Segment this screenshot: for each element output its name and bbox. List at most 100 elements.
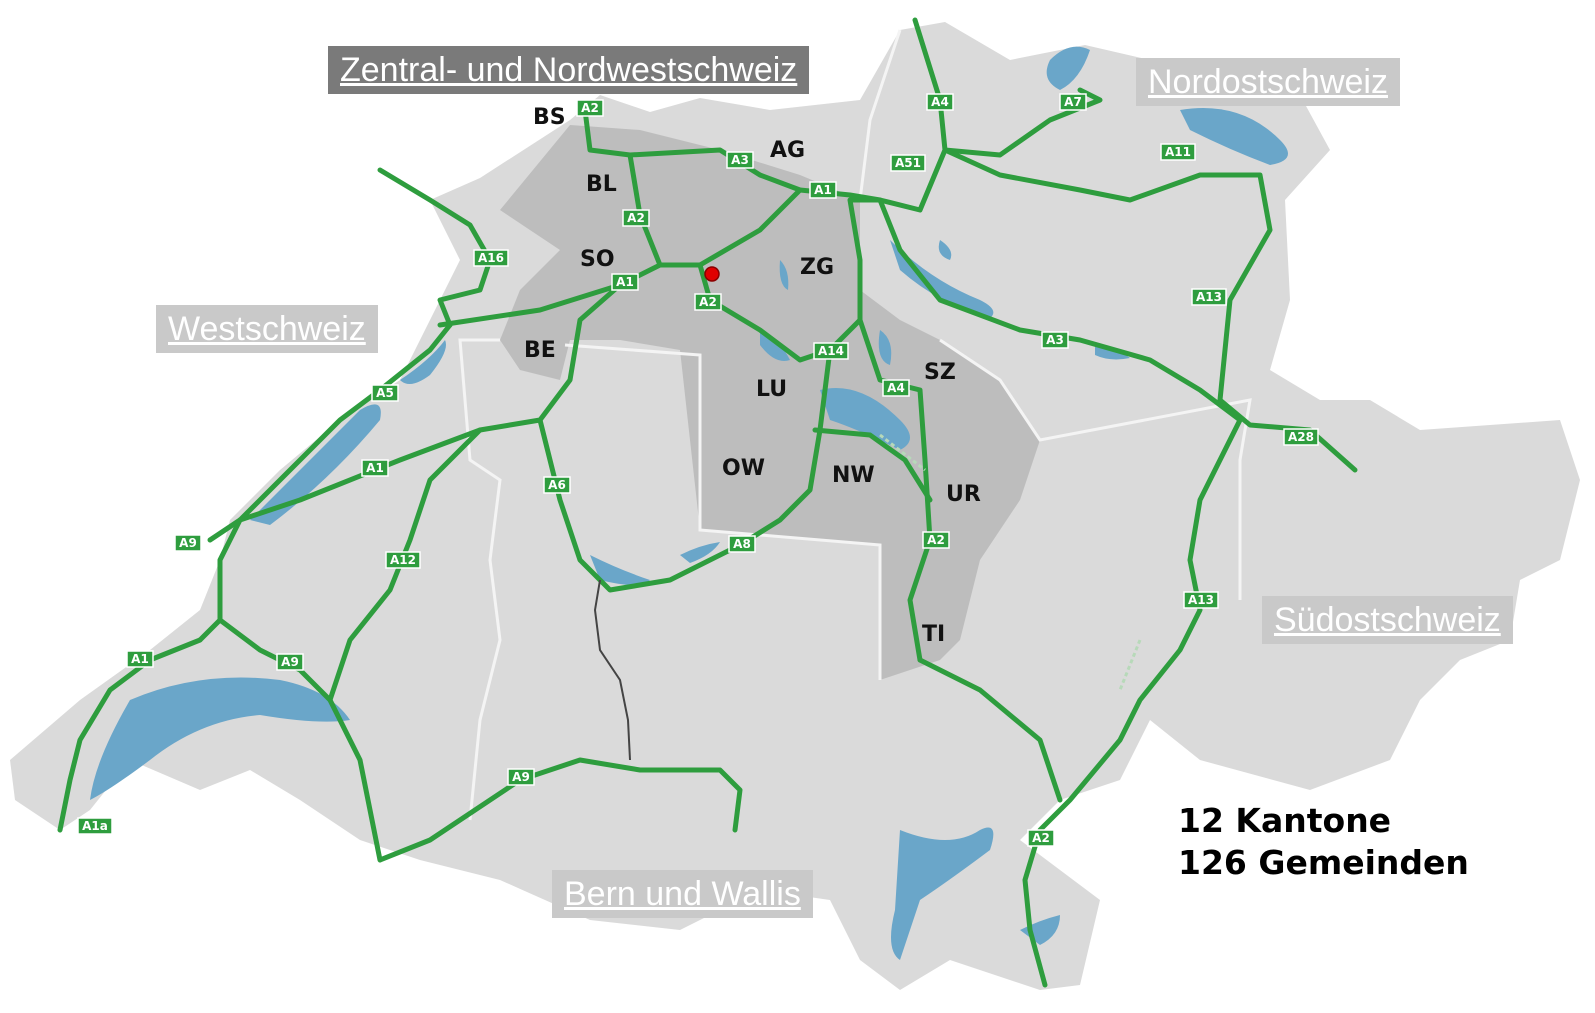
highway-shield-label: A1a <box>82 819 108 833</box>
highway-shield: A2 <box>622 209 650 227</box>
highway-shield-box <box>1041 331 1069 349</box>
highway-shield-box <box>922 531 950 549</box>
highway-shield-label: A5 <box>376 386 394 400</box>
highway-shield-box <box>543 476 571 494</box>
highway-shield-box <box>507 768 535 786</box>
region-label-zentral: Zentral- und Nordwestschweiz <box>328 46 810 94</box>
highway-shield-box <box>1059 93 1087 111</box>
highway-shield-box <box>1160 143 1196 161</box>
highway-shield-label: A7 <box>1064 95 1082 109</box>
highway-shield: A11 <box>1160 143 1196 161</box>
cantons-count: 12 Kantone <box>1178 801 1392 840</box>
highway-shield-label: A16 <box>478 251 504 265</box>
highway-shield-box <box>1191 288 1227 306</box>
dashed-segments <box>879 433 1142 691</box>
highway-shield: A2 <box>922 531 950 549</box>
highway-shield: A1 <box>126 650 154 668</box>
highway-shield: A6 <box>543 476 571 494</box>
highway-shield: A7 <box>1059 93 1087 111</box>
highway-shield-label: A1 <box>814 183 832 197</box>
highway-shield: A3 <box>1041 331 1069 349</box>
highway-shield: A4 <box>926 93 954 111</box>
canton-label-ag: AG <box>770 138 806 163</box>
highway-shield-label: A3 <box>731 153 749 167</box>
highway-shield-label: A13 <box>1188 593 1214 607</box>
highway-shield-label: A2 <box>581 101 599 115</box>
canton-label-nw: NW <box>832 463 875 488</box>
highway-shield-box <box>126 650 154 668</box>
canton-label-ti: TI <box>922 622 946 647</box>
canton-label-zg: ZG <box>800 255 835 280</box>
highway-shield: A5 <box>371 384 399 402</box>
highway-shield-label: A4 <box>887 381 905 395</box>
canton-label-be: BE <box>524 338 556 363</box>
lakes <box>90 46 1288 960</box>
highway-shield-box <box>882 379 910 397</box>
highway-shield: A1 <box>611 273 639 291</box>
highway-shield-box <box>813 342 849 360</box>
highway-shield-label: A9 <box>512 770 530 784</box>
canton-label-sz: SZ <box>924 360 956 385</box>
canton-label-ur: UR <box>946 482 981 507</box>
highway-shield-label: A6 <box>548 478 566 492</box>
highway-shield: A8 <box>728 535 756 553</box>
highway-shield-box <box>622 209 650 227</box>
highway-shield-label: A13 <box>1196 290 1222 304</box>
municipalities-count: 126 Gemeinden <box>1178 843 1469 882</box>
highway-shield-label: A8 <box>733 537 751 551</box>
highway-shield-label: A1 <box>131 652 149 666</box>
highway-shield-label: A2 <box>699 295 717 309</box>
canton-label-bs: BS <box>533 105 566 130</box>
highway-shield-box <box>1027 829 1055 847</box>
highway-shield-box <box>1283 428 1319 446</box>
highway-shield: A2 <box>694 293 722 311</box>
highway-shield-label: A2 <box>627 211 645 225</box>
highway-shield: A9 <box>507 768 535 786</box>
highway-shield: A3 <box>726 151 754 169</box>
highway-shield-box <box>576 99 604 117</box>
summary-stats: 12 Kantone 126 Gemeinden <box>1178 800 1469 884</box>
highway-shield-label: A4 <box>931 95 949 109</box>
highway-shield-box <box>473 249 509 267</box>
highway-shield: A4 <box>882 379 910 397</box>
highway-shield-label: A1 <box>366 461 384 475</box>
highway-shield-box <box>385 551 421 569</box>
highway-shield: A2 <box>576 99 604 117</box>
highway-shield: A2 <box>1027 829 1055 847</box>
region-label-bern: Bern und Wallis <box>552 870 813 918</box>
central-region-area <box>500 125 1040 680</box>
highway-shield-box <box>694 293 722 311</box>
highway-shield: A13 <box>1191 288 1227 306</box>
region-label-suedost: Südostschweiz <box>1262 596 1513 644</box>
highway-shield-label: A14 <box>818 344 844 358</box>
highway-shield-box <box>1183 591 1219 609</box>
highway-shield-label: A1 <box>616 275 634 289</box>
highway-shield: A12 <box>385 551 421 569</box>
highway-shield: A1 <box>361 459 389 477</box>
highway-shield: A9 <box>276 653 304 671</box>
canton-label-bl: BL <box>586 172 617 197</box>
highway-shield-label: A2 <box>927 533 945 547</box>
highway-shield-label: A9 <box>281 655 299 669</box>
boundary-line <box>593 579 631 761</box>
highway-shield-label: A12 <box>390 553 416 567</box>
highway-shield-label: A11 <box>1165 145 1191 159</box>
highway-shield-label: A9 <box>179 536 197 550</box>
highway-shield-box <box>890 154 926 172</box>
canton-label-ow: OW <box>722 456 765 481</box>
highway-shield-label: A3 <box>1046 333 1064 347</box>
location-marker <box>704 266 720 282</box>
canton-label-lu: LU <box>756 377 788 402</box>
highway-shield: A14 <box>813 342 849 360</box>
highway-shield-label: A51 <box>895 156 921 170</box>
highway-shield-box <box>728 535 756 553</box>
highway-shield-label: A2 <box>1032 831 1050 845</box>
highway-shield: A16 <box>473 249 509 267</box>
highway-shield-box <box>809 181 837 199</box>
highway-shield-label: A28 <box>1288 430 1314 444</box>
highway-shield-box <box>174 534 202 552</box>
highway-shield: A1 <box>809 181 837 199</box>
highway-shield: A28 <box>1283 428 1319 446</box>
